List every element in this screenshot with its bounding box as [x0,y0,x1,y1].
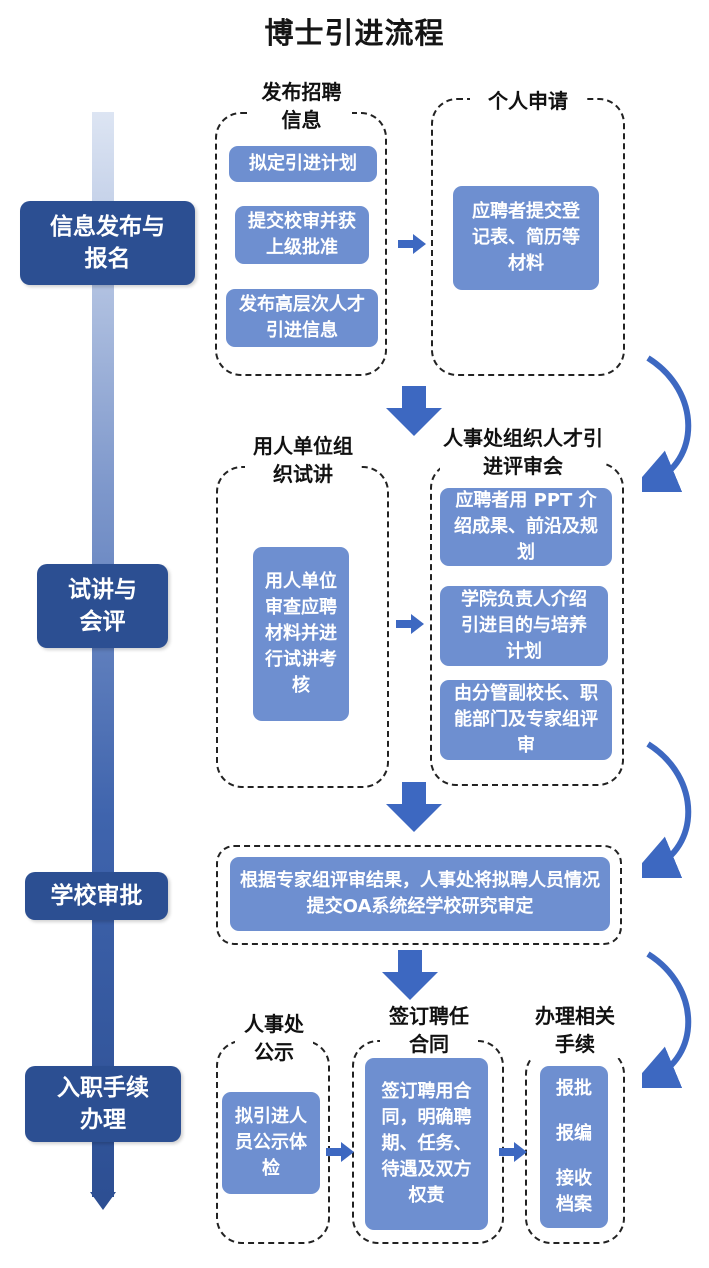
card-unit-review-trial: 用人单位审查应聘材料并进行试讲考核 [253,547,349,721]
card-ppt-presentation: 应聘者用 PPT 介绍成果、前沿及规划 [440,488,612,566]
arrow-down-icon [386,782,442,832]
arrow-right-icon [326,1142,354,1162]
arrow-right-icon [499,1142,527,1162]
group-hr-review-heading: 人事处组织人才引进评审会 [440,424,606,480]
group-hr-publicity-heading: 人事处公示 [235,1010,313,1066]
group-procedures-heading: 办理相关手续 [530,1002,620,1058]
timeline-arrowhead [90,1192,116,1210]
timeline-axis [92,112,114,1197]
card-publicity-checkup: 拟引进人员公示体检 [222,1092,320,1194]
card-expert-evaluation: 由分管副校长、职能部门及专家组评审 [440,680,612,760]
arrow-right-icon [396,614,424,634]
stage-info-release-label: 信息发布与报名 [50,214,165,272]
card-draft-plan: 拟定引进计划 [229,146,377,182]
arrow-down-icon [386,386,442,436]
group-sign-contract-heading: 签订聘任合同 [380,1002,478,1058]
stage-trial-review: 试讲与会评 [37,564,168,648]
procedure-receive-archive: 接收档案 [556,1168,592,1216]
curved-arrow-icon [642,355,692,492]
stage-onboarding: 入职手续办理 [25,1066,181,1142]
stage-trial-review-label: 试讲与会评 [68,577,137,635]
card-procedures-list: 报批 报编 接收档案 [540,1066,608,1228]
group-release-info-heading: 发布招聘信息 [251,78,352,134]
card-oa-submission: 根据专家组评审结果，人事处将拟聘人员情况提交OA系统经学校研究审定 [230,857,610,931]
group-unit-trial-heading: 用人单位组织试讲 [245,432,361,488]
card-contract-terms: 签订聘用合同，明确聘期、任务、待遇及双方权责 [365,1058,488,1230]
arrow-right-icon [398,234,426,254]
stage-info-release: 信息发布与报名 [20,201,195,285]
procedure-report-approval: 报批 [556,1077,592,1099]
card-applicant-submit: 应聘者提交登记表、简历等材料 [453,186,599,290]
stage-school-approval: 学校审批 [25,872,168,920]
card-submit-approval: 提交校审并获上级批准 [235,206,369,264]
procedure-staffing: 报编 [556,1122,592,1144]
arrow-down-icon [382,950,438,1000]
card-publish-info: 发布高层次人才引进信息 [226,289,378,347]
stage-school-approval-label: 学校审批 [50,883,143,909]
group-personal-apply-heading: 个人申请 [470,87,586,115]
page-title: 博士引进流程 [264,16,445,50]
curved-arrow-icon [642,741,692,878]
stage-onboarding-label: 入职手续办理 [57,1075,149,1133]
curved-arrow-icon [642,951,692,1088]
card-dean-introduction: 学院负责人介绍引进目的与培养计划 [440,586,608,666]
